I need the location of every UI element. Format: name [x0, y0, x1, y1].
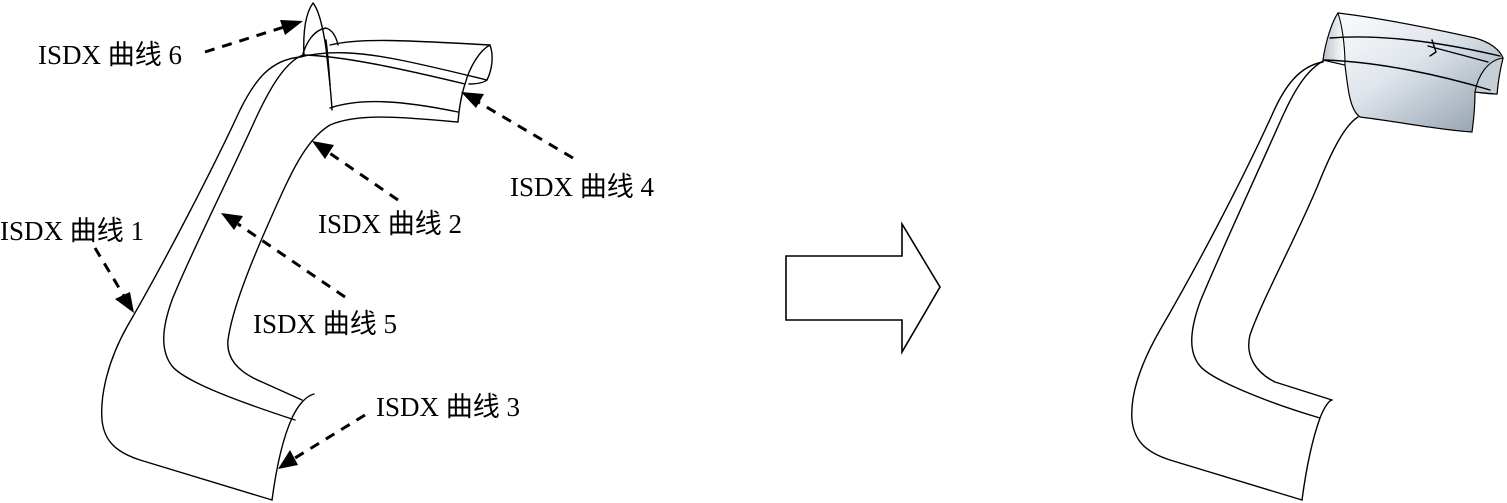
- leader-curve-5: [237, 222, 346, 299]
- isdx-curve-4-rib: [325, 39, 331, 86]
- surface-isoline-top: [1329, 36, 1501, 57]
- left-wireframe: [101, 2, 493, 501]
- surface-cap-right: [1474, 57, 1504, 95]
- isdx-curve-5-line: [163, 54, 304, 421]
- isdx-curve-2-line: [227, 116, 459, 401]
- arrowhead-curve-4: [461, 92, 484, 108]
- label-isdx-curve-3: ISDX 曲线 3: [376, 392, 520, 422]
- isdx-curve-6-back: [301, 27, 339, 58]
- label-isdx-curve-1: ISDX 曲线 1: [0, 216, 144, 246]
- shaded-surface-patch: [1322, 12, 1504, 133]
- top-rail-middle: [302, 54, 466, 85]
- callout-leaders: [93, 20, 574, 469]
- callout-labels: ISDX 曲线 6 ISDX 曲线 4 ISDX 曲线 2 ISDX 曲线 1 …: [0, 40, 655, 422]
- label-isdx-curve-4: ISDX 曲线 4: [510, 172, 655, 202]
- leader-curve-2: [327, 150, 399, 202]
- isdx-curve-4-top: [329, 39, 491, 46]
- right-block-arrow-icon: [785, 221, 941, 355]
- arrowhead-curve-3: [278, 450, 298, 469]
- top-rail-inner: [329, 100, 459, 113]
- surface-cap-left: [1322, 11, 1346, 66]
- surface-isoline-middle: [1324, 59, 1491, 91]
- result-inner-profile: [1248, 116, 1359, 401]
- label-isdx-curve-2: ISDX 曲线 2: [318, 209, 462, 239]
- arrowhead-curve-6: [280, 20, 303, 35]
- result-outer-profile: [1131, 61, 1324, 501]
- leader-curve-3: [294, 413, 366, 460]
- arrowhead-curve-1: [115, 292, 134, 313]
- leader-curve-1: [93, 247, 126, 297]
- label-isdx-curve-5: ISDX 曲线 5: [253, 309, 397, 339]
- right-result-model: [1131, 11, 1504, 501]
- arrowhead-curve-2: [312, 141, 334, 159]
- leader-curve-4: [477, 100, 574, 160]
- isdx-curve-3-line: [271, 393, 315, 501]
- result-bottom-section: [1301, 399, 1333, 501]
- leader-curve-6: [204, 25, 285, 54]
- isdx-curve-1-line: [101, 56, 301, 501]
- arrowhead-curve-5: [221, 213, 243, 230]
- surface-direction-symbol: [1427, 39, 1489, 63]
- label-isdx-curve-6: ISDX 曲线 6: [38, 40, 182, 70]
- result-middle-profile: [1191, 59, 1326, 419]
